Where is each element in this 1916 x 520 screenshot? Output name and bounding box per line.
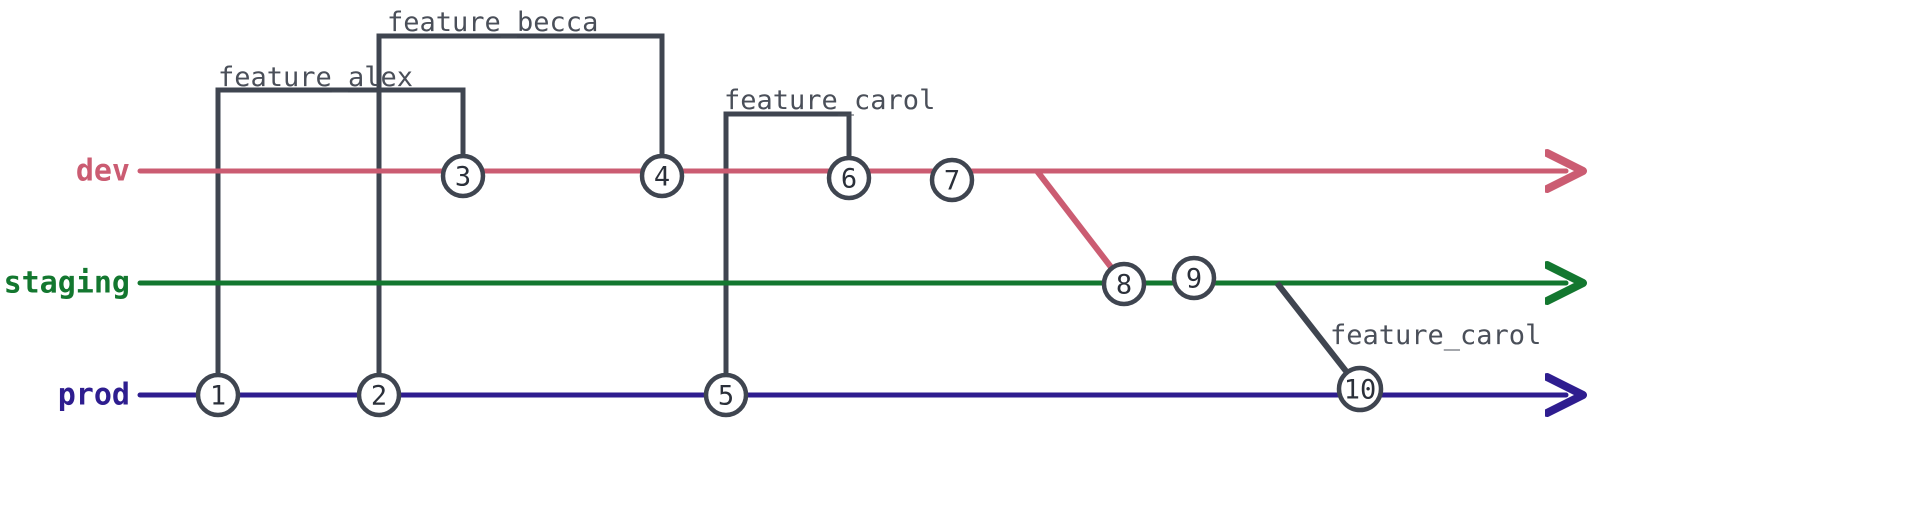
branch-label-feature-alex: feature_alex [218,62,413,93]
lane-label-dev: dev [76,154,130,189]
commit-node-circle [703,372,749,418]
commit-node-label: 7 [944,166,960,197]
commit-node-6[interactable]: 6 [826,155,872,201]
lane-lines-group [137,171,1566,395]
commit-node-label: 10 [1344,375,1377,406]
branch-path-feature-carol-top [723,111,852,395]
commit-node-label: 1 [210,381,226,412]
branch-path-feature-alex [215,87,466,395]
lane-label-staging: staging [4,266,130,301]
commit-node-circle [1336,365,1384,413]
commit-node-10[interactable]: 10 [1336,365,1384,413]
commit-node-8[interactable]: 8 [1101,261,1147,307]
commit-node-label: 2 [371,381,387,412]
lane-labels-group: dev staging prod [4,154,130,413]
commit-node-9[interactable]: 9 [1171,255,1217,301]
commit-node-circle [826,155,872,201]
commit-node-circle [1171,255,1217,301]
commit-node-circle [929,157,975,203]
commit-node-circle [1101,261,1147,307]
commit-node-label: 9 [1186,264,1202,295]
commit-node-5[interactable]: 5 [703,372,749,418]
branch-path-feature-becca [376,33,665,395]
commit-node-label: 4 [654,162,670,193]
branch-label-feature-carol-bottom: feature_carol [1330,320,1541,351]
commit-node-circle [440,153,486,199]
commit-node-label: 3 [455,162,471,193]
branch-label-feature-carol-top: feature_carol [724,85,935,116]
commit-node-4[interactable]: 4 [639,153,685,199]
branch-labels-group: feature_alex feature_becca feature_carol… [218,7,1541,351]
commit-node-circle [356,372,402,418]
lane-label-prod: prod [58,378,130,413]
commit-node-label: 8 [1116,270,1132,301]
branch-paths-group [215,33,852,395]
branch-label-feature-becca: feature_becca [387,7,598,38]
commit-node-label: 5 [718,381,734,412]
commit-node-circle [195,372,241,418]
commit-node-3[interactable]: 3 [440,153,486,199]
commit-node-7[interactable]: 7 [929,157,975,203]
commit-node-label: 6 [841,164,857,195]
commit-node-circle [639,153,685,199]
commit-nodes-group: 1 2 3 4 5 6 7 8 9 10 [195,153,1384,418]
commit-node-2[interactable]: 2 [356,372,402,418]
merge-path-dev-to-staging [1034,169,1127,286]
commit-node-1[interactable]: 1 [195,372,241,418]
